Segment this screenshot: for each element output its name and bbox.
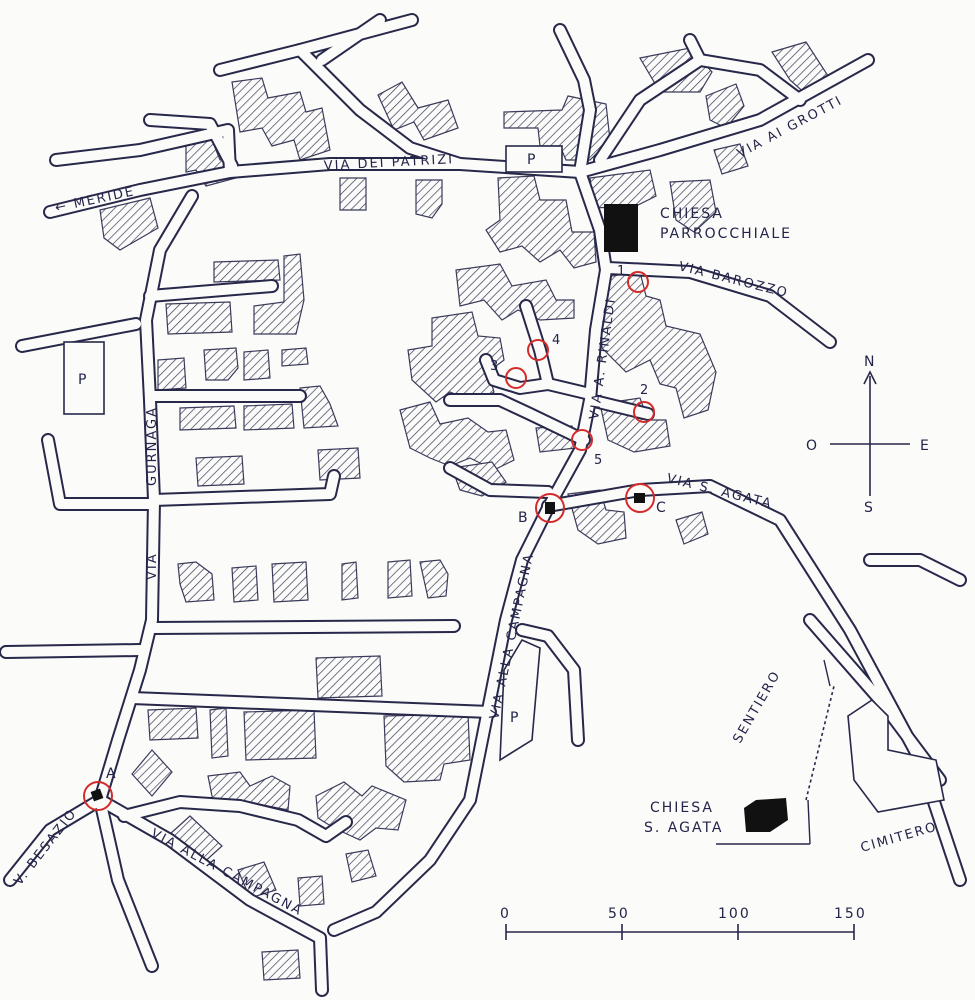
site-marker-b-circle [535,493,565,523]
footpath [805,685,835,801]
building [297,875,325,907]
site-a-icon [90,788,104,802]
marker-label-2: 2 [640,383,648,398]
site-marker-a-circle [83,781,113,811]
building [243,349,271,381]
compass-rose: N S E O [806,354,931,516]
compass-east: E [920,438,931,454]
chiesa-s-agata-building [744,798,788,832]
numbered-markers: 1 2 3 4 5 [490,264,655,468]
building [209,707,229,759]
label-via-gurnaga-via: VIA [145,552,160,580]
building [147,707,199,741]
building [131,749,173,797]
parking-area-south [499,638,541,762]
parking-area-west [63,341,105,415]
building [485,175,597,269]
building [345,849,377,883]
building [165,301,233,335]
building [231,565,259,603]
scale-label-50: 50 [608,906,630,922]
label-chiesa-s-agata-2: S. AGATA [644,820,724,836]
site-label-b: B [518,510,530,526]
label-cimitero: CIMITERO [859,820,939,856]
building [713,143,749,175]
compass-north: N [864,354,876,370]
marker-2-circle [633,401,655,423]
building [383,713,471,783]
building [281,347,309,367]
marker-label-1: 1 [617,264,625,279]
building [419,559,449,599]
label-chiesa-parrocchiale-2: PARROCCHIALE [660,226,792,242]
scale-bar: 0 50 100 150 [500,906,867,940]
parking-label-west: P [78,372,88,388]
marker-label-5: 5 [594,453,602,468]
label-chiesa-s-agata-1: CHIESA [650,800,714,816]
building [203,347,239,381]
building [387,559,413,599]
building [271,561,309,603]
parking-area-north [505,145,563,173]
label-chiesa-parrocchiale-1: CHIESA [660,206,724,222]
label-sentiero: SENTIERO [730,668,784,746]
building [705,83,745,129]
building [377,81,459,141]
label-v-besazio: V. BESAZIO [11,806,80,889]
building [597,271,717,419]
scale-label-100: 100 [718,906,751,922]
building [589,169,657,209]
marker-label-3: 3 [490,359,498,374]
building [455,263,575,321]
chiesa-parrocchiale-building [604,204,638,252]
marker-1-circle [627,271,649,293]
road-west-lane-2 [41,433,161,511]
label-via-gurnaga-name: GURNAGA [145,406,160,486]
building [177,561,215,603]
scale-label-0: 0 [500,906,511,922]
building [157,357,187,391]
marker-label-4: 4 [552,333,560,348]
marker-5-circle [571,429,593,451]
building [213,259,281,283]
parking-areas: P P P [63,145,563,762]
label-via-alla-campagna-south: VIA ALLA CAMPAGNA [148,826,305,919]
building [315,655,383,699]
site-marker-c-circle [625,483,655,513]
building [415,179,443,219]
building [299,385,339,429]
building [339,177,367,211]
site-label-c: C [656,500,668,516]
building [253,253,305,335]
building [341,561,359,601]
building [231,77,331,161]
building [243,709,317,761]
label-via-dei-patrizi: VIA DEI PATRIZI [323,152,454,174]
building [195,455,245,487]
building [99,197,159,251]
compass-south: S [864,500,875,516]
site-b-icon [545,502,555,514]
marker-4-circle [527,339,549,361]
parking-label-south: P [510,710,520,726]
building [243,403,295,431]
marker-3-circle [505,367,527,389]
site-label-a: A [106,766,118,782]
building [179,405,237,431]
cimitero-area [847,698,945,813]
scale-label-150: 150 [834,906,867,922]
site-markers: A B C [83,483,668,811]
place-labels: CHIESA PARROCCHIALE CHIESA S. AGATA [644,206,792,836]
compass-west: O [806,438,819,454]
landmarks [604,204,945,845]
parking-label-north: P [527,152,537,168]
site-c-icon [634,493,645,503]
building [675,511,709,545]
building [669,179,717,233]
building [399,401,515,471]
north-arrow-icon [863,370,877,385]
building [261,949,301,981]
